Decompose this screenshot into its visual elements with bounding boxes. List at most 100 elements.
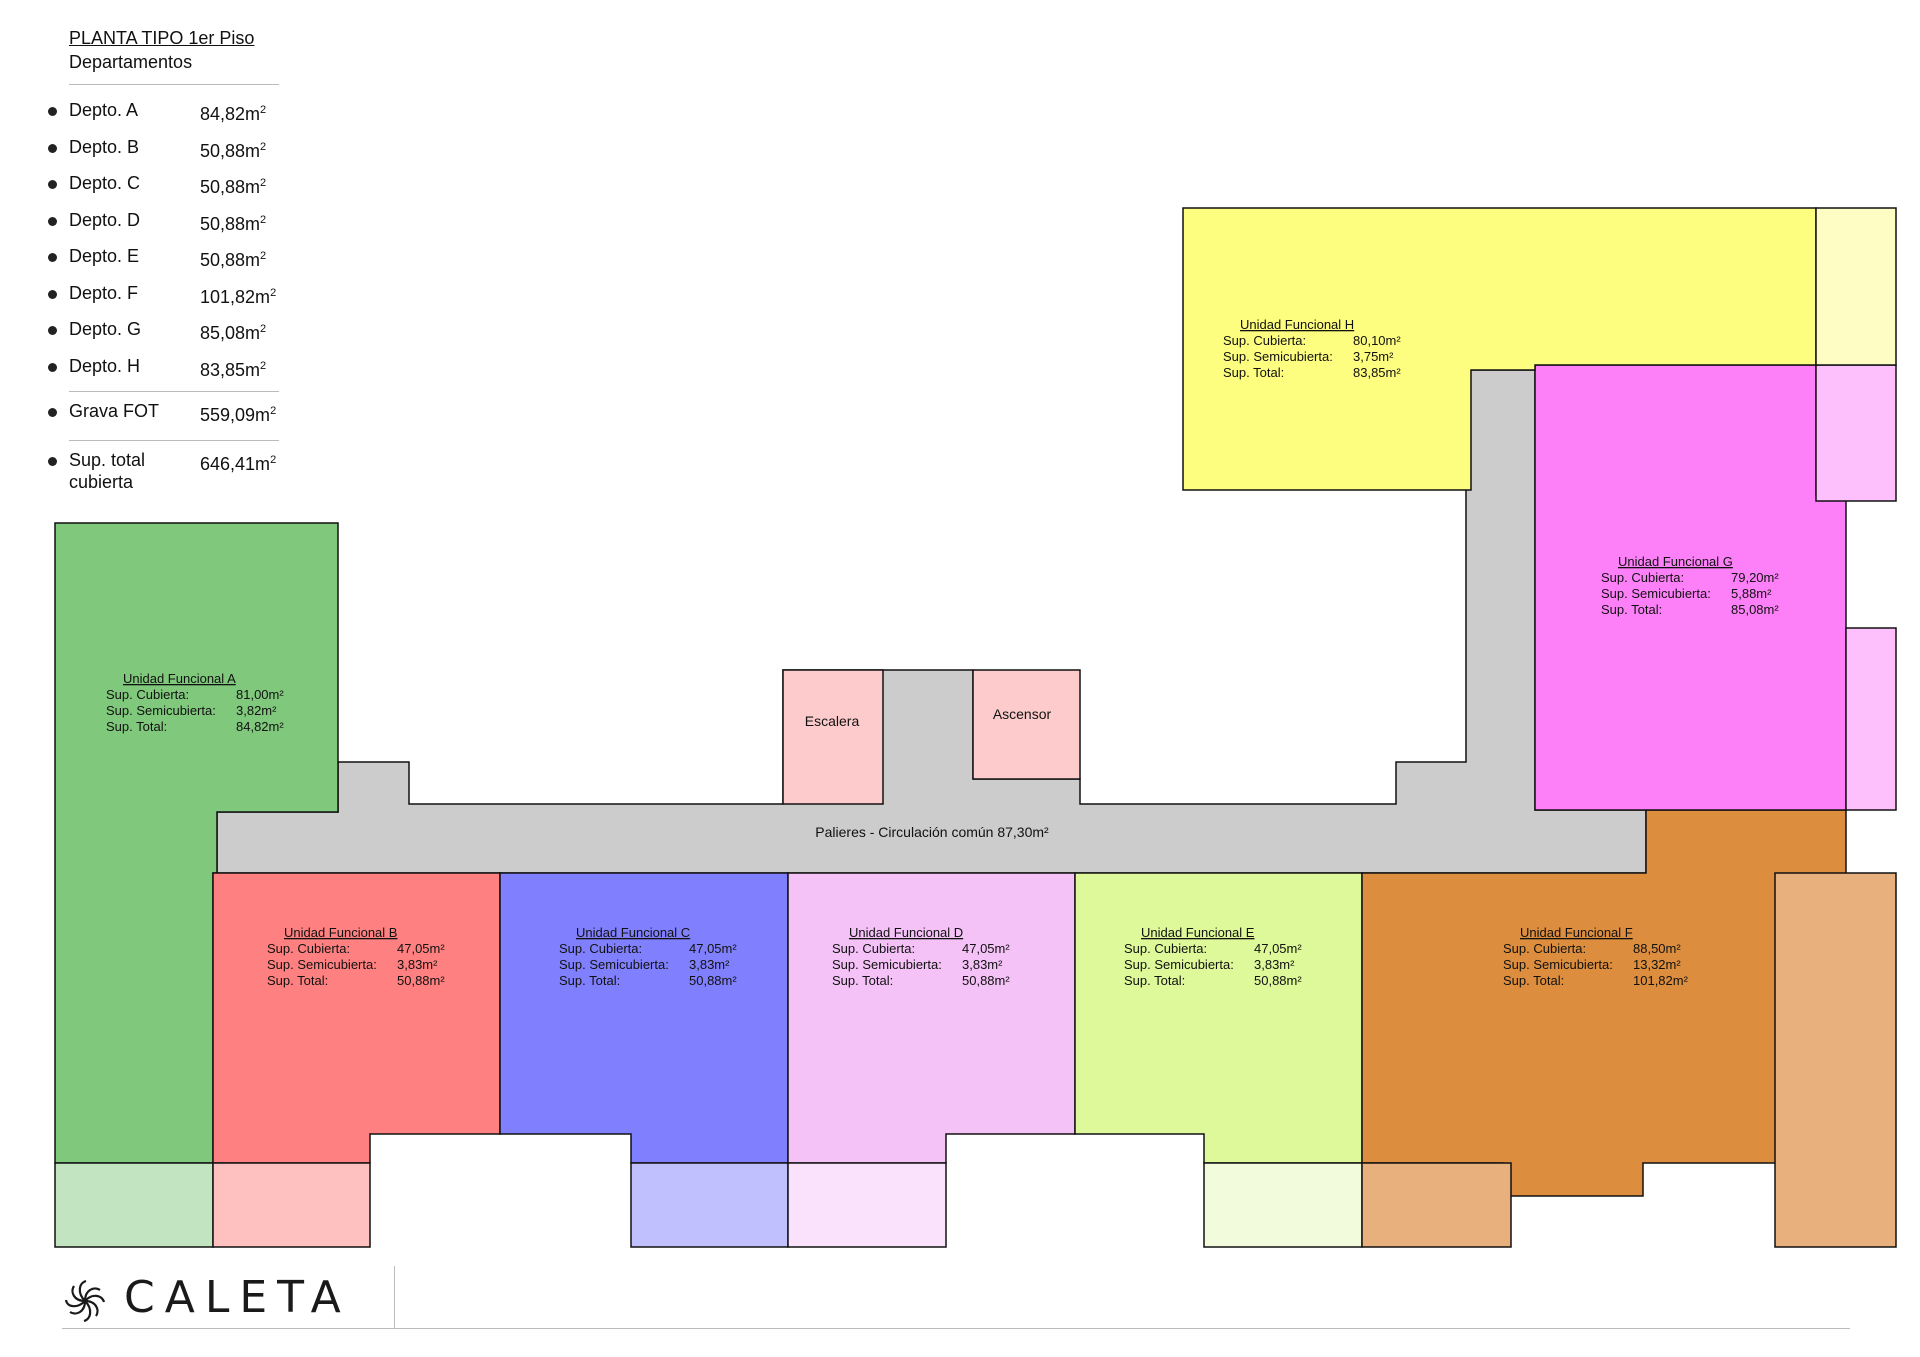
- unit-g-semicovered-right: [1845, 627, 1897, 811]
- sup-total-label: Sup. Total:: [1601, 602, 1662, 617]
- legend-subtitle: Departamentos: [69, 52, 193, 72]
- legend-item-value: 84,82m2: [200, 104, 267, 124]
- legend-item-label: Depto. A: [69, 100, 139, 120]
- sup-total-label: Sup. Total:: [267, 973, 328, 988]
- legend-item-label: Sup. total cubierta: [69, 450, 146, 492]
- legend-item-value: 50,88m2: [200, 140, 267, 161]
- sup-total-label: Sup. Total:: [1223, 365, 1284, 380]
- legend-item-value: 50,88m2: [200, 177, 267, 197]
- legend-title: PLANTA TIPO 1er Piso: [69, 28, 255, 48]
- sup-semicubierta-value: 5,88m²: [1731, 586, 1772, 601]
- sup-total-value: 50,88m²: [1254, 973, 1302, 988]
- legend-item-label: Depto. G: [69, 319, 142, 339]
- sup-cubierta-value: 47,05m²: [397, 941, 445, 956]
- sup-cubierta-label: Sup. Cubierta:: [106, 687, 189, 702]
- sup-total-value: 84,82m²: [236, 719, 284, 734]
- sup-cubierta-value: 80,10m²: [1353, 333, 1401, 348]
- sup-total-label: Sup. Total:: [1124, 973, 1185, 988]
- bullet-icon: [48, 457, 57, 466]
- sup-cubierta-label: Sup. Cubierta:: [1601, 570, 1684, 585]
- unit-d-semicovered: [787, 1162, 947, 1248]
- sup-total-value: 85,08m²: [1731, 602, 1779, 617]
- legend-list: Depto. A 84,82m2 Depto. B 50,88m2 Depto. C…: [48, 99, 288, 505]
- unit-c-semicovered: [630, 1162, 789, 1248]
- sup-cubierta-label: Sup. Cubierta:: [832, 941, 915, 956]
- bullet-icon: [48, 326, 57, 335]
- sup-semicubierta-label: Sup. Semicubierta:: [106, 703, 216, 718]
- sup-cubierta-label: Sup. Cubierta:: [1124, 941, 1207, 956]
- unit-e-covered: [1074, 872, 1363, 1164]
- legend-item-label: Depto. E: [69, 246, 140, 266]
- footer-brand: CALETA: [62, 1268, 402, 1328]
- sup-cubierta-label: Sup. Cubierta:: [1503, 941, 1586, 956]
- unit-title: Unidad Funcional B: [284, 925, 397, 940]
- escalera-block: [782, 669, 884, 805]
- ascensor-block: [972, 669, 1081, 780]
- legend-divider: [69, 440, 279, 441]
- legend-item-value: 101,82m2: [200, 286, 277, 307]
- sup-cubierta-label: Sup. Cubierta:: [559, 941, 642, 956]
- sup-total-label: Sup. Total:: [106, 719, 167, 734]
- unit-d-covered: [787, 872, 1076, 1164]
- legend-item-label: Grava FOT: [69, 401, 160, 421]
- unit-title: Unidad Funcional G: [1618, 554, 1733, 569]
- legend: PLANTA TIPO 1er Piso Departamentos Depto…: [48, 26, 288, 505]
- legend-item-depto-f: Depto. F 101,82m2: [48, 282, 288, 319]
- unit-a-semicovered: [54, 1162, 214, 1248]
- legend-item-value: 50,88m2: [200, 250, 267, 270]
- bullet-icon: [48, 180, 57, 189]
- sup-total-label: Sup. Total:: [1503, 973, 1564, 988]
- escalera-label: Escalera: [805, 713, 860, 729]
- bullet-icon: [48, 253, 57, 262]
- unit-title: Unidad Funcional C: [576, 925, 690, 940]
- bullet-icon: [48, 216, 57, 226]
- bullet-icon: [48, 362, 57, 372]
- legend-item-depto-a: Depto. A 84,82m2: [48, 99, 288, 136]
- sup-semicubierta-label: Sup. Semicubierta:: [267, 957, 377, 972]
- sup-semicubierta-label: Sup. Semicubierta:: [1124, 957, 1234, 972]
- sup-semicubierta-value: 3,83m²: [962, 957, 1003, 972]
- legend-item-value: 83,85m2: [200, 359, 267, 380]
- unit-b-semicovered: [212, 1162, 371, 1248]
- unit-title: Unidad Funcional E: [1141, 925, 1255, 940]
- legend-item-value: 85,08m2: [200, 323, 267, 343]
- sup-total-value: 50,88m²: [962, 973, 1010, 988]
- sup-semicubierta-value: 3,83m²: [1254, 957, 1295, 972]
- caleta-logo-icon: [64, 1279, 106, 1323]
- legend-item-label: Depto. F: [69, 282, 139, 303]
- sup-semicubierta-label: Sup. Semicubierta:: [559, 957, 669, 972]
- sup-total-value: 83,85m²: [1353, 365, 1401, 380]
- sup-cubierta-value: 47,05m²: [962, 941, 1010, 956]
- sup-cubierta-value: 79,20m²: [1731, 570, 1779, 585]
- legend-item-label: Depto. B: [69, 136, 140, 157]
- bullet-icon: [48, 289, 57, 299]
- legend-separator: [69, 84, 279, 85]
- unit-c-covered: [499, 872, 789, 1164]
- bullet-icon: [48, 408, 57, 417]
- brand-name: CALETA: [124, 1272, 351, 1323]
- legend-item-depto-e: Depto. E 50,88m2: [48, 245, 288, 282]
- legend-item-label: Depto. D: [69, 209, 141, 230]
- sup-semicubierta-label: Sup. Semicubierta:: [1601, 586, 1711, 601]
- sup-semicubierta-label: Sup. Semicubierta:: [1223, 349, 1333, 364]
- sup-cubierta-value: 47,05m²: [1254, 941, 1302, 956]
- unit-e-semicovered: [1203, 1162, 1363, 1248]
- sup-total-label: Sup. Total:: [559, 973, 620, 988]
- unit-g-semicovered-top: [1815, 364, 1897, 502]
- sup-semicubierta-value: 13,32m²: [1633, 957, 1681, 972]
- sup-total-value: 50,88m²: [689, 973, 737, 988]
- legend-divider: [69, 391, 279, 392]
